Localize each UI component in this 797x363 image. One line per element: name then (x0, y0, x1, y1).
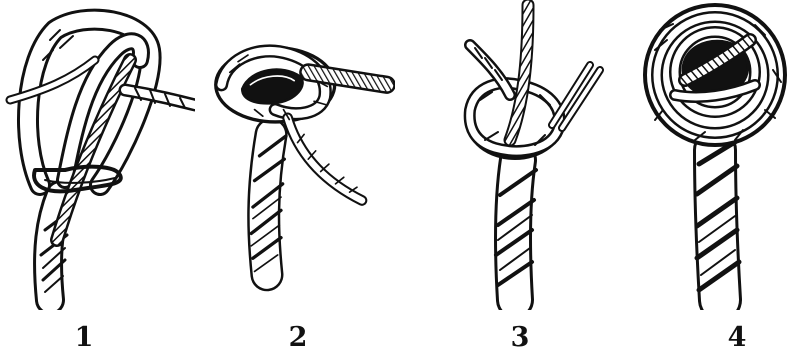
figure-label-2: 2 (268, 322, 328, 353)
figure-label-4: 4 (707, 322, 767, 353)
figure-label-1: 1 (54, 322, 114, 353)
knot-step-4-drawing (610, 0, 797, 310)
knot-step-2-drawing (205, 0, 395, 310)
figure-label-3: 3 (490, 322, 550, 353)
knot-step-1-drawing (5, 0, 195, 310)
knot-step-3-drawing (430, 0, 620, 310)
